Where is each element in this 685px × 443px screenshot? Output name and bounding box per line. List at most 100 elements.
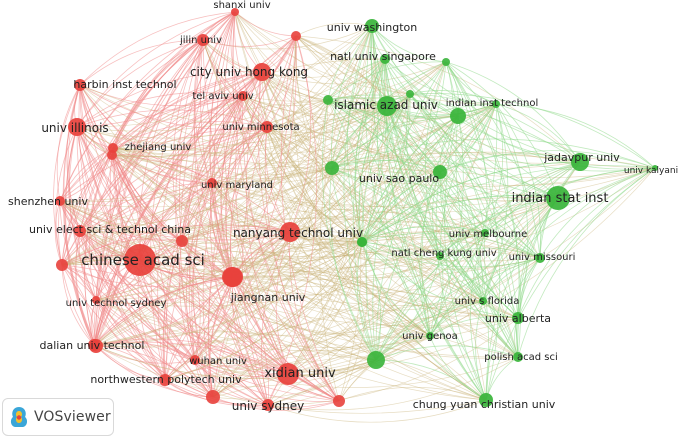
node-shenzhen-univ[interactable] — [55, 196, 65, 206]
label-natl-univ-singapore[interactable]: natl univ singapore — [330, 50, 436, 63]
node-univ-minnesota[interactable] — [261, 121, 273, 133]
label-natl-cheng-kung-univ[interactable]: natl cheng kung univ — [391, 248, 496, 259]
node-islamic-azad-univ[interactable] — [377, 96, 397, 116]
node-harbin-inst-technol[interactable] — [74, 79, 86, 91]
network-link — [95, 95, 244, 301]
label-islamic-azad-univ[interactable]: islamic azad univ — [334, 98, 438, 112]
network-node-unlabeled[interactable] — [442, 58, 450, 66]
node-univ-sydney[interactable] — [262, 399, 274, 411]
node-univ-missouri[interactable] — [535, 253, 545, 263]
node-xidian-univ[interactable] — [277, 363, 299, 385]
network-node-unlabeled[interactable] — [436, 252, 444, 260]
label-univ-genoa[interactable]: univ genoa — [402, 331, 458, 342]
label-xidian-univ[interactable]: xidian univ — [264, 366, 336, 381]
network-node-unlabeled[interactable] — [325, 161, 339, 175]
node-jiangnan-univ[interactable] — [223, 267, 243, 287]
network-link — [211, 71, 263, 184]
node-jilin-univ[interactable] — [197, 34, 209, 46]
node-indian-stat-inst[interactable] — [546, 186, 570, 210]
label-shanxi-univ[interactable]: shanxi univ — [213, 0, 270, 11]
node-polish-acad-sci[interactable] — [513, 352, 523, 362]
label-dalian-univ-technol[interactable]: dalian univ technol — [40, 339, 145, 352]
label-harbin-inst-technol[interactable]: harbin inst technol — [73, 78, 176, 91]
label-univ-washington[interactable]: univ washington — [327, 21, 417, 34]
node-nanyang-technol-univ[interactable] — [280, 222, 300, 242]
network-node-unlabeled[interactable] — [323, 95, 333, 105]
network-link — [111, 154, 213, 184]
node-univ-maryland[interactable] — [207, 178, 217, 188]
label-univ-sydney[interactable]: univ sydney — [232, 399, 305, 413]
network-node-unlabeled[interactable] — [206, 390, 220, 404]
node-tel-aviv-univ[interactable] — [238, 91, 248, 101]
label-univ-elect-sci-technol-china[interactable]: univ elect sci & technol china — [29, 223, 191, 236]
network-node-unlabeled[interactable] — [492, 100, 500, 108]
network-node-unlabeled[interactable] — [176, 235, 188, 247]
label-wuhan-univ[interactable]: wuhan univ — [189, 356, 247, 367]
network-node-unlabeled[interactable] — [291, 31, 301, 41]
label-city-univ-hong-kong[interactable]: city univ hong kong — [190, 65, 308, 79]
network-link — [61, 264, 95, 346]
node-dalian-univ-technol[interactable] — [89, 339, 103, 353]
label-univ-alberta[interactable]: univ alberta — [485, 312, 551, 325]
label-indian-inst-technol[interactable]: indian inst technol — [446, 98, 538, 109]
network-node-unlabeled[interactable] — [333, 395, 345, 407]
network-link — [361, 241, 519, 319]
node-univ-technol-sydney[interactable] — [92, 296, 100, 304]
network-node-unlabeled[interactable] — [367, 351, 385, 369]
label-chinese-acad-sci[interactable]: chinese acad sci — [81, 251, 205, 269]
node-univ-washington[interactable] — [365, 19, 379, 33]
network-link — [375, 255, 441, 361]
network-link — [384, 58, 497, 105]
vosviewer-badge[interactable]: VOSviewer — [2, 398, 114, 436]
label-univ-illinois[interactable]: univ illinois — [41, 121, 108, 135]
label-univ-minnesota[interactable]: univ minnesota — [222, 122, 299, 133]
network-link — [484, 161, 581, 234]
label-jiangnan-univ[interactable]: jiangnan univ — [230, 291, 306, 304]
node-univ-sao-paulo[interactable] — [433, 165, 447, 179]
label-jilin-univ[interactable]: jilin univ — [179, 35, 222, 46]
node-northwestern-polytech-univ[interactable] — [159, 374, 171, 386]
label-polish-acad-sci[interactable]: polish acad sci — [484, 352, 558, 363]
network-node-unlabeled[interactable] — [406, 90, 414, 98]
label-univ-technol-sydney[interactable]: univ technol sydney — [66, 298, 167, 309]
label-indian-stat-inst[interactable]: indian stat inst — [512, 191, 609, 206]
node-chinese-acad-sci[interactable] — [124, 244, 156, 276]
node-univ-s-florida[interactable] — [479, 297, 487, 305]
network-link — [266, 126, 656, 186]
label-univ-s-florida[interactable]: univ s florida — [455, 296, 520, 307]
network-link — [61, 264, 233, 288]
label-univ-sao-paulo[interactable]: univ sao paulo — [359, 172, 439, 185]
label-chung-yuan-christian-univ[interactable]: chung yuan christian univ — [413, 398, 556, 411]
node-indian-inst-technol[interactable] — [450, 108, 466, 124]
node-jadavpur-univ[interactable] — [571, 153, 589, 171]
node-univ-elect-sci-technol-china[interactable] — [74, 225, 86, 237]
network-link — [212, 255, 441, 398]
label-tel-aviv-univ[interactable]: tel aviv univ — [192, 91, 253, 102]
node-shanxi-univ[interactable] — [231, 8, 239, 16]
node-zhejiang-univ[interactable] — [108, 143, 118, 153]
node-univ-genoa[interactable] — [426, 332, 434, 340]
node-wuhan-univ[interactable] — [190, 355, 200, 365]
node-natl-univ-singapore[interactable] — [380, 54, 390, 64]
node-univ-alberta[interactable] — [512, 312, 524, 324]
network-link — [439, 171, 486, 234]
node-chung-yuan-christian-univ[interactable] — [479, 393, 493, 407]
label-nanyang-technol-univ[interactable]: nanyang technol univ — [233, 226, 363, 240]
label-univ-melbourne[interactable]: univ melbourne — [449, 229, 527, 240]
network-link — [79, 93, 411, 232]
network-node-unlabeled[interactable] — [56, 259, 68, 271]
node-univ-illinois[interactable] — [68, 118, 86, 136]
node-univ-melbourne[interactable] — [481, 229, 489, 237]
node-natl-cheng-kung-univ[interactable] — [357, 237, 367, 247]
node-city-univ-hong-kong[interactable] — [253, 63, 271, 81]
label-univ-missouri[interactable]: univ missouri — [509, 252, 576, 263]
label-northwestern-polytech-univ[interactable]: northwestern polytech univ — [90, 373, 242, 386]
label-univ-maryland[interactable]: univ maryland — [201, 180, 273, 191]
network-link — [267, 35, 318, 406]
label-univ-kalyani[interactable]: univ kalyani — [624, 166, 678, 176]
label-jadavpur-univ[interactable]: jadavpur univ — [543, 151, 620, 164]
label-shenzhen-univ[interactable]: shenzhen univ — [8, 195, 88, 208]
network-link — [375, 257, 541, 361]
node-univ-kalyani[interactable] — [652, 165, 658, 171]
label-zhejiang-univ[interactable]: zhejiang univ — [125, 142, 192, 153]
